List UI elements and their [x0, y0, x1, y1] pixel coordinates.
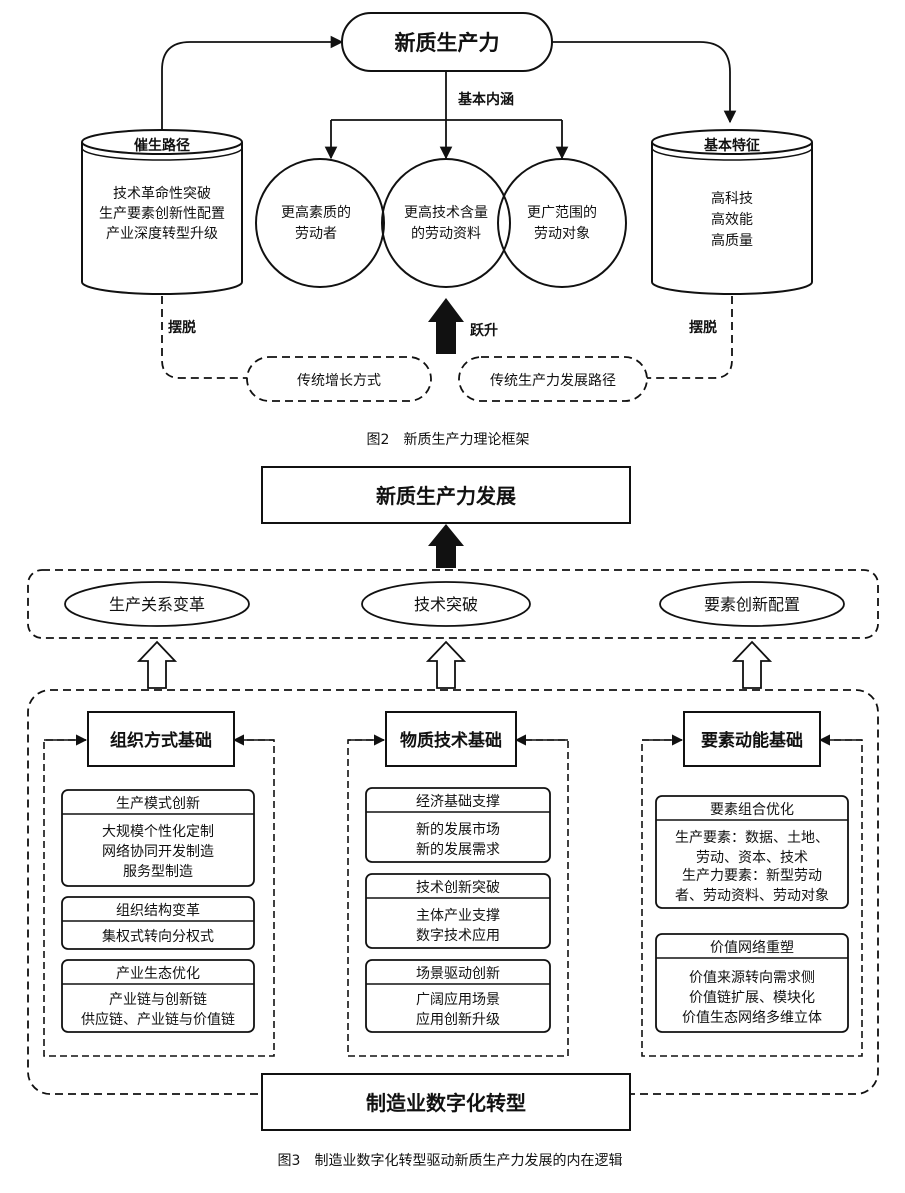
column-title-material: 物质技术基础 [400, 730, 502, 751]
connector-left-to-top [161, 35, 344, 132]
card-industry-eco-line-2: 供应链、产业链与价值链 [81, 1011, 235, 1028]
traditional-path-label: 传统生产力发展路径 [490, 373, 616, 389]
hollow-arrow-right [731, 640, 773, 689]
card-value-network-line-2: 价值链扩展、模块化 [689, 990, 815, 1006]
right-escape-label: 摆脱 [689, 319, 717, 336]
figure-2-caption: 图2 新质生产力理论框架 [367, 432, 530, 448]
circle-labor-means [381, 158, 511, 288]
leap-arrow [428, 298, 464, 354]
card-scenario-driven-line-2: 应用创新升级 [416, 1011, 500, 1028]
ellipse-relations-label: 生产关系变革 [109, 595, 205, 614]
card-factor-combination-title: 要素组合优化 [710, 802, 794, 818]
connector-top-to-right [552, 41, 737, 124]
circle-laborer [255, 158, 385, 288]
ellipse-tech-label: 技术突破 [414, 595, 478, 614]
right-cylinder [651, 129, 813, 295]
card-production-mode-title: 生产模式创新 [116, 796, 200, 812]
card-scenario-driven-title: 场景驱动创新 [416, 966, 500, 982]
solid-up-arrow [428, 524, 464, 568]
ellipse-factors [659, 581, 845, 627]
right-cylinder-title: 基本特征 [704, 137, 760, 154]
card-tech-innovation-line-2: 数字技术应用 [416, 927, 500, 944]
card-economic-base [365, 787, 551, 863]
card-factor-combination-line-3: 生产力要素：新型劳动 [682, 868, 822, 884]
circle-laborer-line-2: 劳动者 [295, 226, 337, 242]
figure-3-caption: 图3 制造业数字化转型驱动新质生产力发展的内在逻辑 [278, 1153, 623, 1169]
traditional-growth-label: 传统增长方式 [297, 373, 381, 389]
circle-laborer-line-1: 更高素质的 [281, 204, 351, 221]
leap-label: 跃升 [470, 322, 498, 339]
ellipse-tech [361, 581, 531, 627]
hollow-arrow-middle [425, 640, 467, 689]
bottom-box [261, 1073, 631, 1131]
card-tech-innovation-line-1: 主体产业支撑 [416, 908, 500, 924]
card-tech-innovation-title: 技术创新突破 [416, 880, 500, 896]
left-cylinder-line-3: 产业深度转型升级 [106, 226, 218, 242]
ellipse-relations [64, 581, 250, 627]
card-value-network-line-3: 价值生态网络多维立体 [682, 1009, 822, 1026]
top-node-label: 新质生产力 [395, 30, 500, 55]
figure-2: 新质生产力 基本内涵 更高素质的 劳动者 更高技术含量 的劳动资料 更广范围的 … [81, 12, 813, 448]
figure-3: 新质生产力发展 生产关系变革 技术突破 要素创新配置 组织方式基础 物质技术基础 [27, 466, 879, 1169]
column-title-factor: 要素动能基础 [701, 730, 803, 751]
right-cylinder-line-2: 高效能 [711, 211, 753, 228]
card-factor-combination-line-4: 者、劳动资料、劳动对象 [675, 888, 829, 904]
left-cylinder-title: 催生路径 [134, 137, 190, 154]
left-escape-path [161, 296, 252, 379]
column-title-box-material [385, 711, 517, 767]
top-node-box [341, 12, 553, 72]
card-tech-innovation [365, 873, 551, 949]
card-economic-base-line-1: 新的发展市场 [416, 821, 500, 838]
card-economic-base-line-2: 新的发展需求 [416, 842, 500, 858]
card-org-structure-title: 组织结构变革 [116, 903, 200, 919]
foundation-container [27, 689, 879, 1095]
circle-labor-object-line-2: 劳动对象 [534, 226, 590, 242]
card-industry-eco-line-1: 产业链与创新链 [109, 992, 207, 1008]
top-box [261, 466, 631, 524]
bottom-box-label: 制造业数字化转型 [366, 1091, 526, 1115]
column-title-box-factor [683, 711, 821, 767]
traditional-path-box [458, 356, 648, 402]
card-scenario-driven [365, 959, 551, 1033]
right-cylinder-line-1: 高科技 [711, 190, 753, 207]
card-factor-combination-line-1: 生产要素：数据、土地、 [675, 830, 829, 846]
card-value-network-line-1: 价值来源转向需求侧 [689, 970, 815, 986]
card-org-structure-line-1: 集权式转向分权式 [102, 928, 214, 945]
card-production-mode-line-2: 网络协同开发制造 [102, 844, 214, 860]
circle-labor-means-line-2: 的劳动资料 [411, 226, 481, 242]
circle-labor-means-line-1: 更高技术含量 [404, 204, 488, 221]
outcome-container [27, 569, 879, 639]
branch-label: 基本内涵 [458, 91, 514, 108]
ellipse-factors-label: 要素创新配置 [704, 595, 800, 614]
column-title-box-organization [87, 711, 235, 767]
right-escape-path [641, 296, 733, 379]
left-cylinder-line-1: 技术革命性突破 [113, 185, 211, 202]
card-industry-eco [61, 959, 255, 1033]
card-economic-base-title: 经济基础支撑 [416, 793, 500, 810]
card-factor-combination [655, 795, 849, 909]
card-org-structure [61, 896, 255, 950]
column-title-organization: 组织方式基础 [110, 730, 212, 751]
hollow-arrow-left [136, 640, 178, 689]
left-cylinder-line-2: 生产要素创新性配置 [99, 206, 225, 222]
traditional-growth-box [246, 356, 432, 402]
circle-labor-object [497, 158, 627, 288]
card-industry-eco-title: 产业生态优化 [116, 966, 200, 982]
card-factor-combination-line-2: 劳动、资本、技术 [696, 850, 808, 866]
card-production-mode-line-3: 服务型制造 [123, 864, 193, 880]
card-scenario-driven-line-1: 广阔应用场景 [416, 991, 500, 1008]
card-production-mode-line-1: 大规模个性化定制 [102, 824, 214, 840]
right-cylinder-line-3: 高质量 [711, 232, 753, 249]
left-escape-label: 摆脱 [168, 319, 196, 336]
circle-labor-object-line-1: 更广范围的 [527, 204, 597, 221]
top-box-label: 新质生产力发展 [376, 484, 516, 508]
left-cylinder [81, 129, 243, 295]
card-value-network-title: 价值网络重塑 [710, 940, 794, 956]
